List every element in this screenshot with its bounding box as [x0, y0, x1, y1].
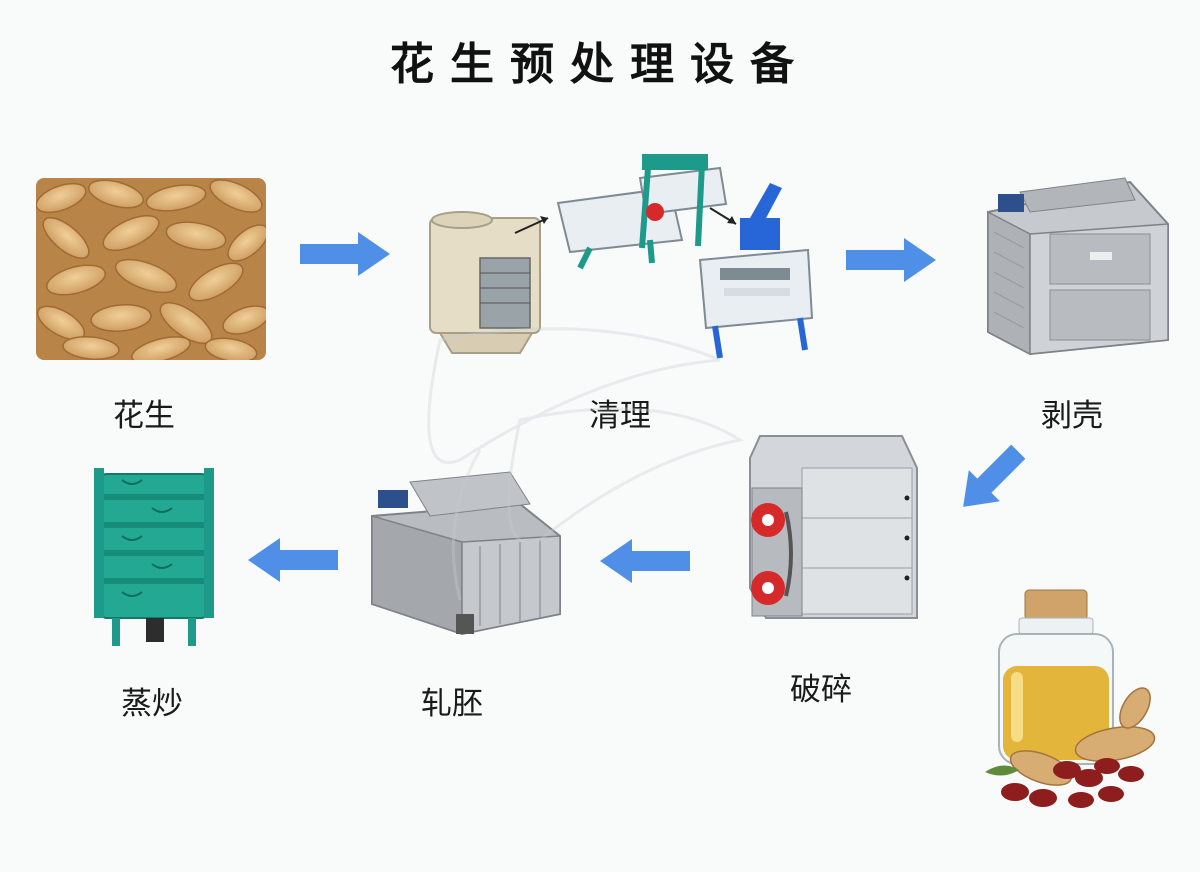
step-label-cooking: 蒸炒 [121, 686, 183, 722]
flow-arrow-icon [600, 539, 690, 583]
crusher-machine [749, 435, 918, 619]
step-label-crushing: 破碎 [790, 672, 852, 708]
flow-arrow-icon [963, 444, 1026, 507]
cleaning-machines [429, 154, 814, 359]
flaker-machine [371, 471, 561, 636]
flow-arrow-icon [300, 232, 390, 276]
step-label-peanut: 花生 [113, 398, 175, 434]
step-label-cleaning: 清理 [589, 398, 651, 434]
step-label-shelling: 剥壳 [1041, 398, 1103, 434]
cooker-machine [94, 468, 214, 646]
peanut-photo [36, 178, 266, 360]
flow-arrow-icon [248, 538, 338, 582]
page-title: 花生预处理设备 [390, 39, 810, 90]
flow-arrow-icon [846, 238, 936, 282]
sheller-machine [987, 177, 1169, 356]
step-label-flaking: 轧胚 [421, 686, 483, 722]
peanut-oil-bottle [985, 589, 1156, 808]
logo-watermark [427, 327, 744, 601]
